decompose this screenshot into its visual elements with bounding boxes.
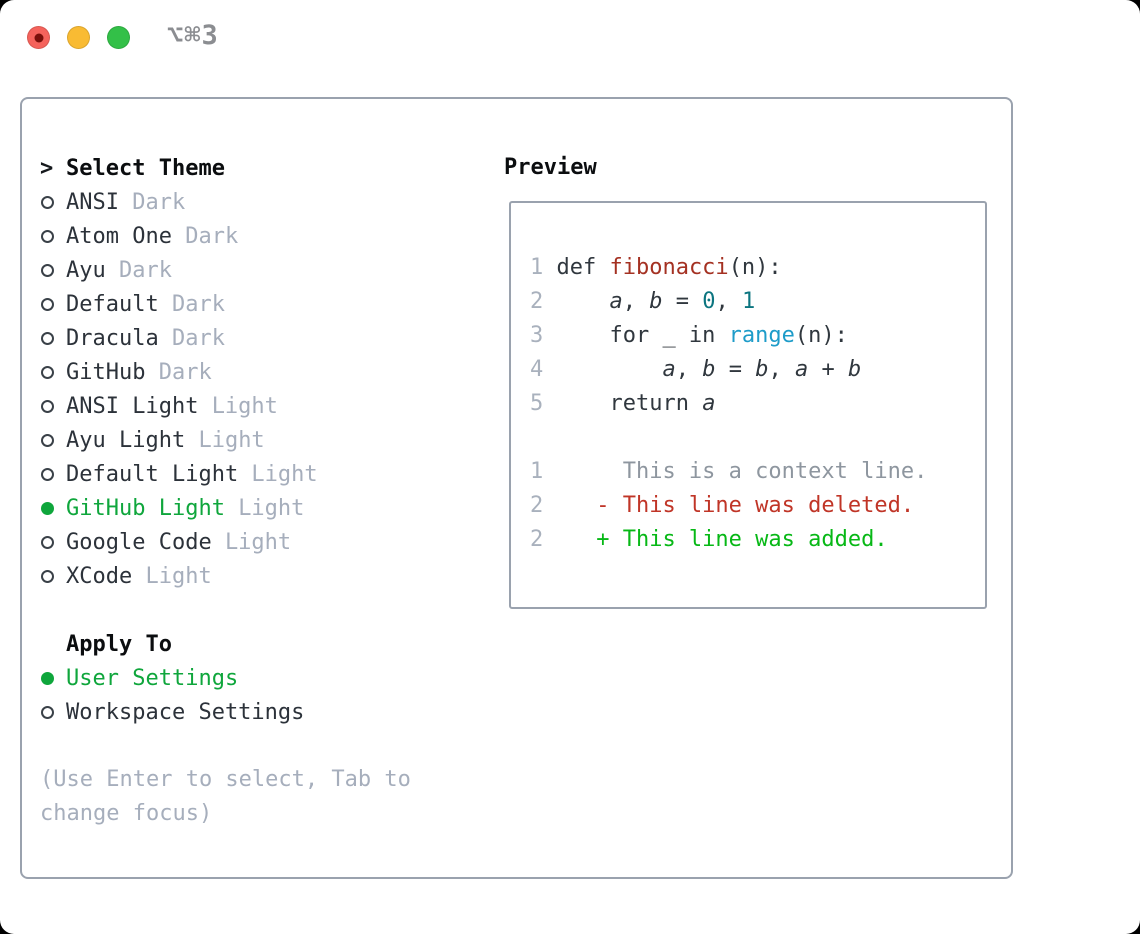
radio-unselected-icon	[40, 263, 66, 277]
apply-to-option[interactable]: Workspace Settings	[40, 695, 490, 729]
theme-option[interactable]: Ayu Dark	[40, 253, 490, 287]
line-number: 5	[530, 391, 544, 416]
theme-option-label: GitHub Light	[66, 495, 225, 521]
radio-unselected-icon	[40, 467, 66, 481]
theme-list-header: > Select Theme	[40, 151, 490, 185]
theme-option[interactable]: GitHub Light Light	[40, 491, 490, 525]
line-number: 3	[530, 323, 544, 348]
theme-variant-badge: Dark	[171, 325, 225, 351]
traffic-lights	[27, 26, 130, 49]
radio-unselected-icon	[40, 433, 66, 447]
apply-to-option-label: Workspace Settings	[66, 699, 305, 725]
preview-title: Preview	[504, 155, 597, 180]
theme-option-label: Ayu Light	[66, 427, 186, 453]
line-number: 1	[530, 459, 544, 484]
theme-variant-badge: Dark	[171, 291, 225, 317]
theme-option-label: Ayu	[66, 257, 106, 283]
apply-to-header: Apply To	[40, 627, 490, 661]
theme-option-label: Dracula	[66, 325, 159, 351]
line-number: 2	[530, 289, 544, 314]
radio-unselected-icon	[40, 705, 66, 719]
theme-option[interactable]: XCode Light	[40, 559, 490, 593]
line-number: 4	[530, 357, 544, 382]
radio-unselected-icon	[40, 297, 66, 311]
line-number: 1	[530, 255, 544, 280]
radio-unselected-icon	[40, 229, 66, 243]
radio-unselected-icon	[40, 535, 66, 549]
theme-variant-badge: Dark	[132, 189, 186, 215]
radio-unselected-icon	[40, 195, 66, 209]
radio-selected-icon	[40, 501, 66, 515]
code-line: 1 This is a context line.	[530, 455, 985, 489]
theme-variant-badge: Dark	[118, 257, 172, 283]
code-line: 4 a, b = b, a + b	[530, 353, 985, 387]
theme-variant-badge: Light	[238, 495, 305, 521]
theme-option-label: ANSI	[66, 189, 119, 215]
theme-option[interactable]: GitHub Dark	[40, 355, 490, 389]
theme-option-label: ANSI Light	[66, 393, 199, 419]
theme-variant-badge: Light	[211, 393, 278, 419]
theme-option[interactable]: Dracula Dark	[40, 321, 490, 355]
keyboard-hint: (Use Enter to select, Tab to change focu…	[40, 763, 470, 831]
zoom-button[interactable]	[107, 26, 130, 49]
window-title: ⌥⌘3	[167, 20, 219, 51]
theme-option-label: Atom One	[66, 223, 172, 249]
theme-variant-badge: Dark	[158, 359, 212, 385]
radio-selected-icon	[40, 671, 66, 685]
theme-option[interactable]: Ayu Light Light	[40, 423, 490, 457]
minimize-button[interactable]	[67, 26, 90, 49]
theme-option[interactable]: Google Code Light	[40, 525, 490, 559]
apply-to-option[interactable]: User Settings	[40, 661, 490, 695]
line-number: 2	[530, 527, 544, 552]
titlebar: ⌥⌘3	[0, 0, 1140, 72]
line-number: 2	[530, 493, 544, 518]
radio-unselected-icon	[40, 569, 66, 583]
theme-variant-badge: Light	[224, 529, 292, 555]
theme-option-label: GitHub	[66, 359, 146, 385]
theme-variant-badge: Light	[198, 427, 265, 453]
apply-to-title: Apply To	[66, 631, 172, 657]
radio-unselected-icon	[40, 365, 66, 379]
theme-option[interactable]: Default Dark	[40, 287, 490, 321]
code-line	[530, 421, 985, 455]
theme-option[interactable]: ANSI Dark	[40, 185, 490, 219]
hint-line-2: change focus)	[40, 801, 213, 826]
code-line: 3 for _ in range(n):	[530, 319, 985, 353]
radio-unselected-icon	[40, 399, 66, 413]
theme-option-label: XCode	[66, 563, 133, 589]
code-line: 2 - This line was deleted.	[530, 489, 985, 523]
hint-line-1: (Use Enter to select, Tab to	[40, 767, 411, 792]
theme-variant-badge: Dark	[185, 223, 239, 249]
code-line: 2 a, b = 0, 1	[530, 285, 985, 319]
theme-option-label: Default	[66, 291, 159, 317]
theme-option-label: Google Code	[66, 529, 212, 555]
theme-option[interactable]: Default Light Light	[40, 457, 490, 491]
code-line: 5 return a	[530, 387, 985, 421]
theme-option-label: Default Light	[66, 461, 239, 487]
close-button[interactable]	[27, 26, 50, 49]
code-line: 2 + This line was added.	[530, 523, 985, 557]
theme-list-title: Select Theme	[66, 155, 225, 181]
apply-to-option-label: User Settings	[66, 665, 239, 691]
theme-option[interactable]: Atom One Dark	[40, 219, 490, 253]
theme-variant-badge: Light	[145, 563, 212, 589]
radio-unselected-icon	[40, 331, 66, 345]
focus-prompt-icon: >	[40, 155, 54, 181]
theme-variant-badge: Light	[251, 461, 318, 487]
theme-option[interactable]: ANSI Light Light	[40, 389, 490, 423]
